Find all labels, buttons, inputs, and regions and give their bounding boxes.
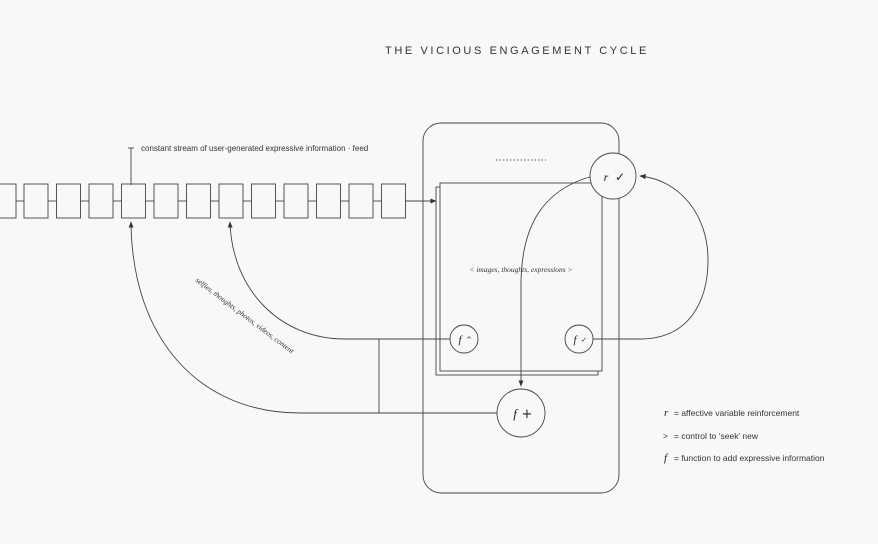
check-icon: ✓: [615, 170, 625, 184]
feed-item: [23, 183, 49, 219]
add-return-arrow: [128, 221, 497, 414]
feed-item: [56, 183, 81, 219]
check-small-icon: ✓: [581, 336, 587, 344]
legend-symbol-f: f: [664, 452, 669, 464]
feed-label: constant stream of user-generated expres…: [141, 144, 368, 153]
feed-item: [186, 183, 211, 219]
feed-item: [0, 183, 17, 219]
diagram-title: THE VICIOUS ENGAGEMENT CYCLE: [385, 45, 649, 57]
feed-item: [251, 183, 276, 219]
feed-item: [153, 183, 179, 219]
feed-item: [88, 183, 114, 219]
curve-label: selfies, thoughts, photos, videos, conte…: [194, 275, 297, 355]
node-like[interactable]: f ✓: [564, 324, 594, 354]
node-reinforcement-symbol: r: [604, 170, 609, 184]
feed-item: [283, 183, 309, 219]
node-like-symbol: f: [573, 334, 578, 346]
feed-item: [348, 183, 374, 219]
caret-up-icon: ^: [466, 336, 472, 344]
like-to-reinforcement-arrow: [592, 174, 709, 340]
legend-symbol-seek: >: [663, 431, 668, 441]
plus-icon: +: [522, 407, 533, 422]
phone-outline: [422, 122, 620, 494]
node-add-symbol: f: [513, 406, 519, 421]
legend: r = affective variable reinforcement > =…: [663, 407, 825, 464]
feed-item: [381, 183, 406, 219]
legend-text-r: = affective variable reinforcement: [674, 408, 800, 418]
node-seek[interactable]: f ^: [449, 324, 479, 354]
seek-return-arrow: [227, 221, 450, 340]
node-reinforcement[interactable]: r ✓: [589, 152, 637, 200]
node-add[interactable]: f +: [496, 388, 546, 438]
screen-label: < images, thoughts, expressions >: [469, 265, 572, 274]
feed-item: [218, 183, 244, 219]
node-seek-symbol: f: [458, 334, 463, 346]
feed-item: [316, 183, 341, 219]
legend-text-seek: = control to ‘seek’ new: [674, 431, 759, 441]
feed-item: [121, 183, 146, 219]
reinforcement-to-add-arrow: [518, 175, 594, 387]
legend-text-f: = function to add expressive information: [674, 453, 825, 463]
legend-symbol-r: r: [664, 407, 669, 419]
feed-strip: [0, 183, 406, 219]
